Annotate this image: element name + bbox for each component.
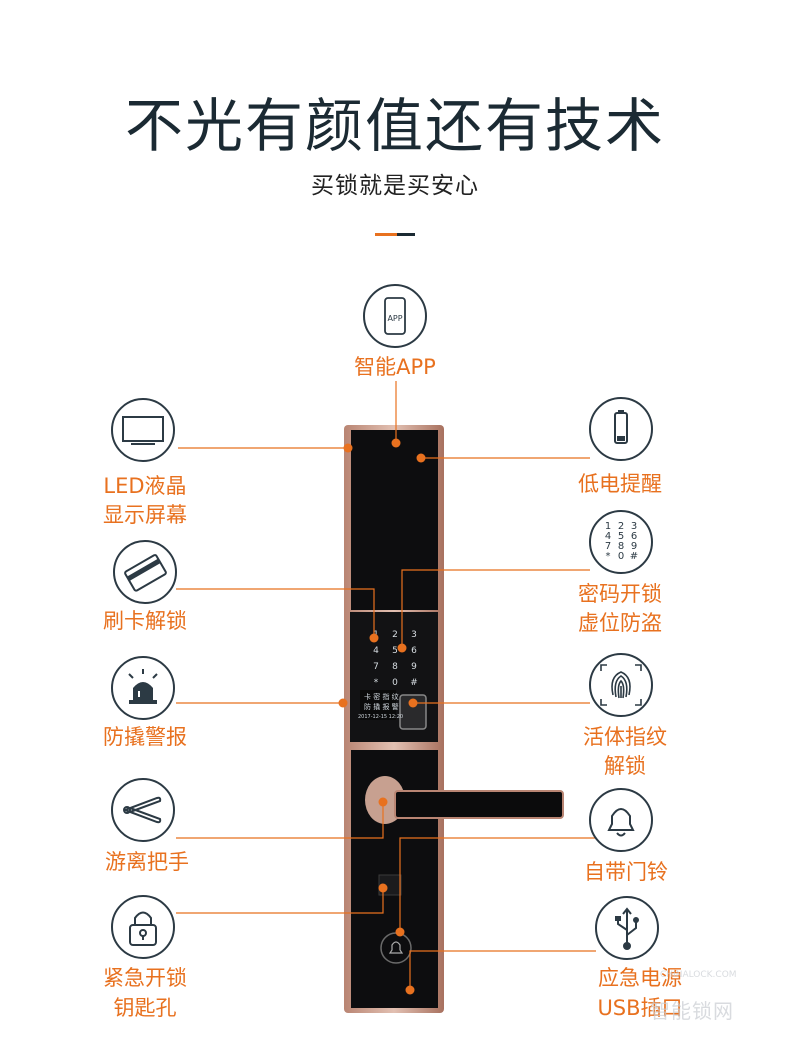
padlock-icon (111, 895, 175, 959)
alarm-icon (111, 656, 175, 720)
monitor-icon (111, 398, 175, 462)
dot-password (397, 643, 407, 653)
keypad-icon-digit: 5 (618, 531, 624, 542)
lock-key[interactable]: 8 (392, 662, 398, 672)
free-handle-icon (111, 778, 175, 842)
keypad-icon-digit: 6 (631, 531, 637, 542)
lock-key[interactable]: 7 (373, 662, 379, 672)
usb-icon (595, 896, 659, 960)
lock-mini-screen (360, 690, 396, 720)
lock-screen-line2: 防 撬 报 警 (364, 703, 399, 711)
keypad-icon-digit: 3 (631, 521, 637, 532)
lock-key[interactable]: # (410, 678, 418, 688)
dot-led (343, 443, 353, 453)
line-handle (176, 802, 384, 839)
dot-fingerprint (408, 698, 418, 708)
handle-lever (394, 790, 564, 819)
line-doorbell (399, 837, 596, 932)
fingerprint-icon (589, 653, 653, 717)
page-subtitle: 买锁就是买安心 (311, 173, 479, 199)
lock-key[interactable]: 0 (392, 678, 398, 688)
lock-key[interactable]: 6 (411, 646, 417, 656)
watermark-url: CHINALOCK.COM (660, 970, 737, 980)
line-password (401, 569, 590, 648)
feature-battery-label: 低电提醒 (578, 472, 662, 496)
keypad-icon-digit: 4 (605, 531, 611, 542)
page-title: 不光有颜值还有技术 (124, 92, 665, 160)
feature-usb-line2: USB插口 (597, 996, 683, 1020)
dot-keyhole (378, 883, 388, 893)
dot-doorbell (395, 927, 405, 937)
feature-password-line2: 虚位防盗 (578, 611, 662, 635)
accent-divider (375, 233, 397, 236)
feature-app-label: 智能APP (354, 355, 436, 379)
keypad-icon-digit: # (630, 551, 638, 562)
line-usb (409, 950, 596, 990)
lock-screen-line1: 卡 密 指 纹 (364, 693, 399, 701)
watermark-text: 智能锁网 (650, 999, 734, 1023)
lock-key[interactable]: 2 (392, 630, 398, 640)
feature-fingerprint-line1: 活体指纹 (583, 725, 667, 749)
feature-card-label: 刷卡解锁 (103, 609, 187, 633)
keypad-icon-digit: 7 (605, 541, 611, 552)
lock-key[interactable]: 9 (411, 662, 417, 672)
feature-usb-line1: 应急电源 (598, 966, 682, 990)
feature-keyhole-line1: 紧急开锁 (103, 966, 187, 990)
dot-battery (416, 453, 426, 463)
card-icon (113, 540, 177, 604)
feature-fingerprint-line2: 解锁 (604, 754, 646, 778)
dot-alarm (338, 698, 348, 708)
keypad-icon-digit: * (606, 551, 611, 562)
keypad-icon-digit: 9 (631, 541, 637, 552)
feature-led-line2: 显示屏幕 (103, 503, 187, 527)
dot-usb (405, 985, 415, 995)
phone-icon: APP (363, 284, 427, 348)
line-keyhole (176, 888, 384, 914)
dark-divider (397, 233, 415, 236)
keypad-icon-digit: 1 (605, 521, 611, 532)
lock-key[interactable]: 4 (373, 646, 379, 656)
feature-alarm-label: 防撬警报 (103, 725, 187, 749)
keypad-icon-digit: 2 (618, 521, 624, 532)
lock-key[interactable]: 5 (392, 646, 398, 656)
lock-screen-line3: 2017-12-15 12:20 (358, 714, 404, 720)
feature-handle-label: 游离把手 (105, 850, 189, 874)
line-card (176, 588, 375, 638)
lock-key[interactable]: * (373, 678, 379, 688)
keypad-icon-digit: 0 (618, 551, 624, 562)
feature-keyhole-line2: 钥匙孔 (113, 996, 177, 1020)
dot-app (391, 438, 401, 448)
dot-handle (378, 797, 388, 807)
feature-doorbell-label: 自带门铃 (584, 860, 668, 884)
dot-card (369, 633, 379, 643)
svg-text:APP: APP (387, 314, 402, 323)
keypad-icon-digit: 8 (618, 541, 624, 552)
battery-icon (589, 397, 653, 461)
feature-password-line1: 密码开锁 (578, 582, 662, 606)
bell-icon (589, 788, 653, 852)
feature-led-line1: LED液晶 (103, 474, 187, 498)
lock-key[interactable]: 3 (411, 630, 417, 640)
